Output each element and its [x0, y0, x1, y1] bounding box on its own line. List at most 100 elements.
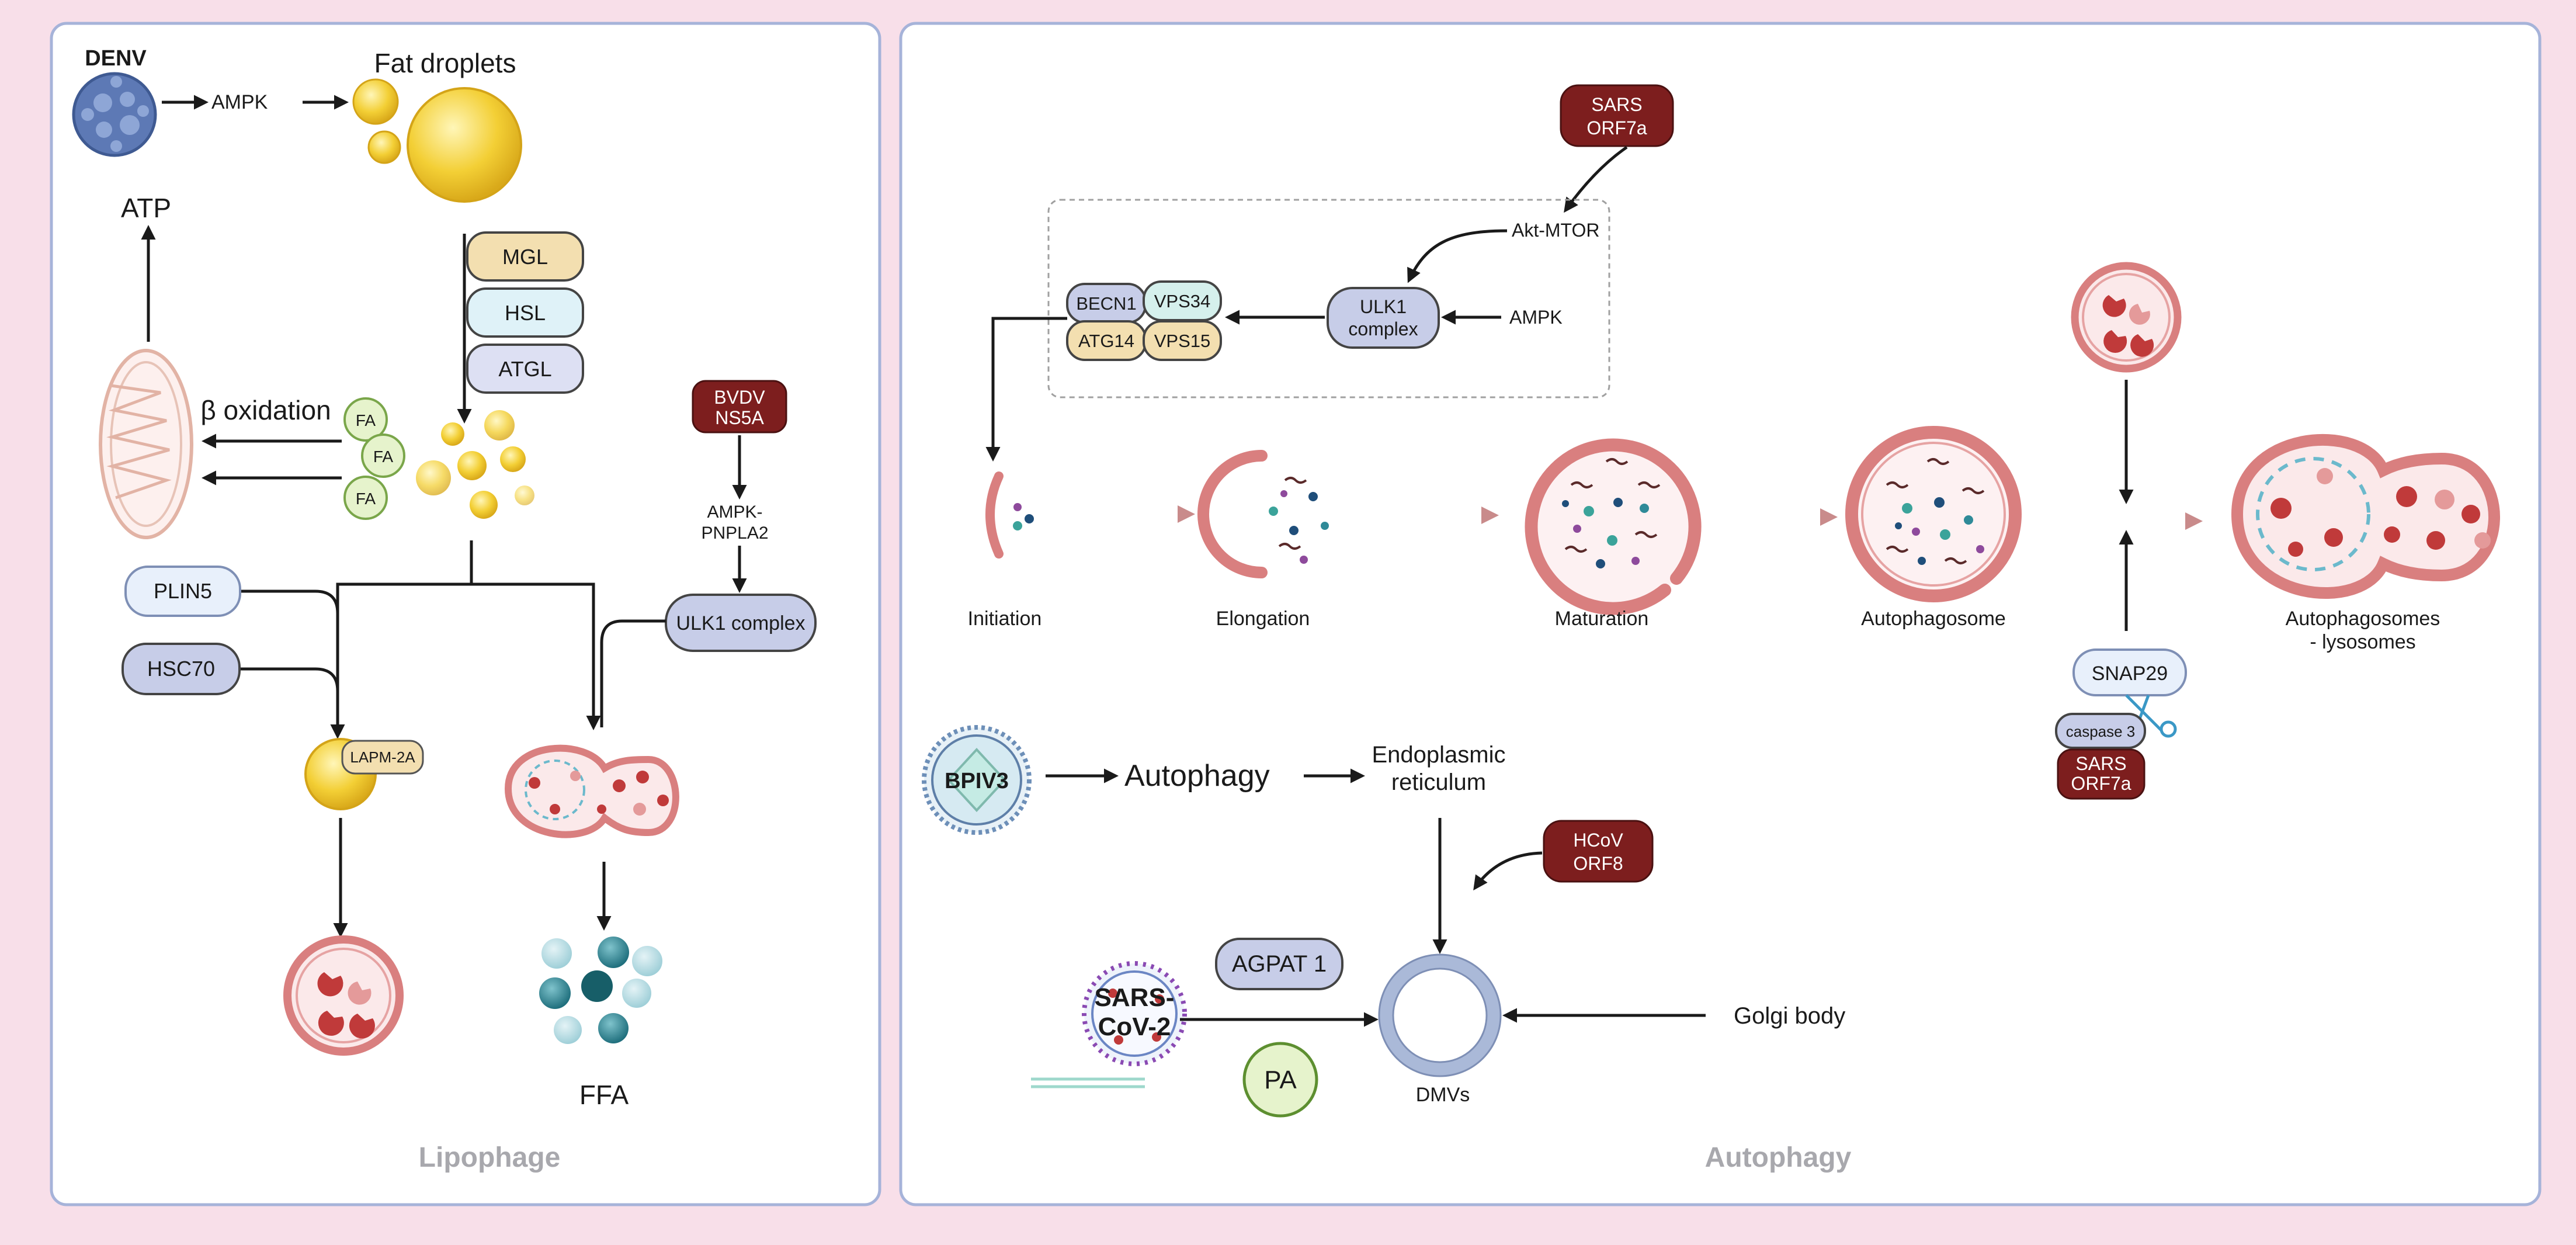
- lipophage-panel-title: Lipophage: [419, 1142, 561, 1173]
- arrow-hcov-dmvs: [1473, 851, 1543, 891]
- ampk-label-right: AMPK: [1509, 307, 1563, 328]
- fa-molecule-2: FA: [361, 434, 405, 478]
- connector-plin5: [239, 589, 339, 614]
- fa-label-1: FA: [356, 411, 376, 429]
- hcov-line1: HCoV: [1573, 830, 1623, 851]
- autophagosome-icon: [1845, 426, 2022, 602]
- lysosome-icon-left: [283, 935, 404, 1056]
- agpat1-label: AGPAT 1: [1232, 951, 1327, 977]
- bpiv3-virus-icon: [922, 725, 1032, 835]
- agpat1-pill: AGPAT 1: [1215, 938, 1343, 990]
- stage-autolysosome-line1: Autophagosomes: [2286, 608, 2440, 630]
- caspase3-pill: caspase 3: [2055, 713, 2146, 749]
- lapm2a-label: LAPM-2A: [350, 748, 415, 766]
- mgl-enzyme-pill: MGL: [466, 231, 584, 282]
- plin5-pill: PLIN5: [124, 566, 241, 617]
- ffa-label: FFA: [579, 1080, 629, 1110]
- hsl-enzyme-pill: HSL: [466, 287, 584, 338]
- phagophore-elongation-icon: [1197, 450, 1329, 578]
- becn1-label: BECN1: [1076, 293, 1136, 314]
- golgi-label: Golgi body: [1734, 1003, 1845, 1029]
- dmvs-label: DMVs: [1416, 1084, 1470, 1106]
- sars-orf7a-top-line1: SARS: [1591, 94, 1642, 115]
- bvdv-label-line2: NS5A: [715, 407, 764, 428]
- hcov-orf8-pill: HCoV ORF8: [1543, 820, 1654, 883]
- ffa-particles-icon: [539, 937, 662, 1044]
- pi3k-complex-icon: BECN1 VPS34 ATG14 VPS15: [1066, 280, 1222, 361]
- fa-label-2: FA: [373, 448, 394, 466]
- hsl-label: HSL: [505, 301, 546, 325]
- arrow-pi3k-initiation: [985, 317, 1067, 462]
- denv-virus-icon: [72, 72, 157, 157]
- atp-label: ATP: [121, 193, 171, 223]
- beta-oxidation-label: β oxidation: [200, 395, 331, 425]
- sars-orf7a-bottom-line2: ORF7a: [2071, 773, 2131, 794]
- stage-autolysosome-line2: - lysosomes: [2310, 631, 2415, 653]
- atgl-label: ATGL: [498, 357, 551, 381]
- er-label-line1: Endoplasmic: [1372, 742, 1505, 768]
- vps34-label: VPS34: [1154, 291, 1211, 311]
- ulk1-right-line1: ULK1: [1360, 296, 1407, 317]
- sars-orf7a-top-line2: ORF7a: [1586, 117, 1647, 138]
- dmv-vesicle-icon: [1378, 953, 1502, 1077]
- atgl-enzyme-pill: ATGL: [466, 344, 584, 394]
- autophagy-word-label: Autophagy: [1124, 759, 1270, 793]
- ampk-label-left: AMPK: [211, 91, 268, 113]
- sars-orf7a-pill-top: SARS ORF7a: [1560, 84, 1674, 147]
- fa-label-3: FA: [356, 490, 376, 508]
- lipophage-panel: [50, 22, 881, 1206]
- connector-hsc70: [239, 667, 339, 692]
- ulk1-right-line2: complex: [1348, 318, 1418, 339]
- autolysosome-icon-left: [504, 744, 679, 838]
- denv-label: DENV: [85, 46, 147, 71]
- droplet-lamp2a-icon: LAPM-2A: [304, 738, 424, 810]
- akt-mtor-label: Akt-MTOR: [1512, 220, 1600, 241]
- hsc70-label: HSC70: [147, 657, 215, 681]
- bvdv-label-line1: BVDV: [714, 387, 765, 408]
- caspase3-label: caspase 3: [2066, 723, 2136, 740]
- stage-initiation-label: Initiation: [968, 608, 1042, 630]
- ampk-pnpla2-line1: AMPK-: [707, 502, 762, 522]
- plin5-label: PLIN5: [154, 579, 212, 603]
- pa-molecule-icon: PA: [1242, 1042, 1318, 1118]
- connector-to-autolysosome: [470, 540, 601, 730]
- sars-cov2-line1: SARS-: [1095, 983, 1175, 1012]
- autophagy-panel-title: Autophagy: [1705, 1142, 1852, 1173]
- lysosome-icon-right: [2071, 262, 2182, 373]
- mgl-label: MGL: [502, 245, 548, 269]
- sars-orf7a-pill-bottom: SARS ORF7a: [2057, 748, 2145, 800]
- bpiv3-label: BPIV3: [945, 769, 1009, 793]
- membrane-lines-icon: [1031, 1077, 1145, 1088]
- ampk-pnpla2-line2: PNPLA2: [701, 523, 768, 543]
- snap29-pill: SNAP29: [2072, 648, 2187, 696]
- sars-orf7a-bottom-line1: SARS: [2075, 753, 2126, 774]
- stage-autophagosome-label: Autophagosome: [1861, 608, 2006, 630]
- stage-elongation-label: Elongation: [1216, 608, 1310, 630]
- fat-droplets-label: Fat droplets: [374, 48, 516, 78]
- phagophore-maturation-icon: [1525, 438, 1702, 615]
- pa-label: PA: [1264, 1066, 1297, 1094]
- arrow-orf7a-aktmtor: [1564, 145, 1628, 213]
- connector-ulk1-autolysosome: [600, 619, 666, 727]
- fa-molecule-3: FA: [343, 476, 388, 520]
- fa-molecule-1: FA: [343, 397, 388, 442]
- autolysosome-icon-right: [2231, 434, 2500, 599]
- phagophore-initiation-icon: [985, 471, 1034, 559]
- er-label-line2: reticulum: [1391, 769, 1486, 795]
- hcov-line2: ORF8: [1573, 853, 1623, 874]
- snap29-label: SNAP29: [2092, 663, 2168, 685]
- hsc70-pill: HSC70: [121, 643, 241, 695]
- fat-droplets-icon: [352, 78, 522, 203]
- arrow-aktmtor-ulk1: [1407, 229, 1508, 283]
- small-lipid-droplets-icon: [416, 410, 534, 519]
- atg14-label: ATG14: [1078, 331, 1134, 351]
- vps15-label: VPS15: [1154, 331, 1211, 351]
- sars-cov2-line2: CoV-2: [1098, 1012, 1171, 1041]
- ulk1-complex-pill-right: ULK1 complex: [1327, 287, 1440, 349]
- stage-maturation-label: Maturation: [1555, 608, 1649, 630]
- ulk1-label-left: ULK1 complex: [676, 612, 805, 634]
- bvdv-ns5a-pill: BVDV NS5A: [692, 380, 787, 434]
- mitochondria-icon: [99, 349, 193, 539]
